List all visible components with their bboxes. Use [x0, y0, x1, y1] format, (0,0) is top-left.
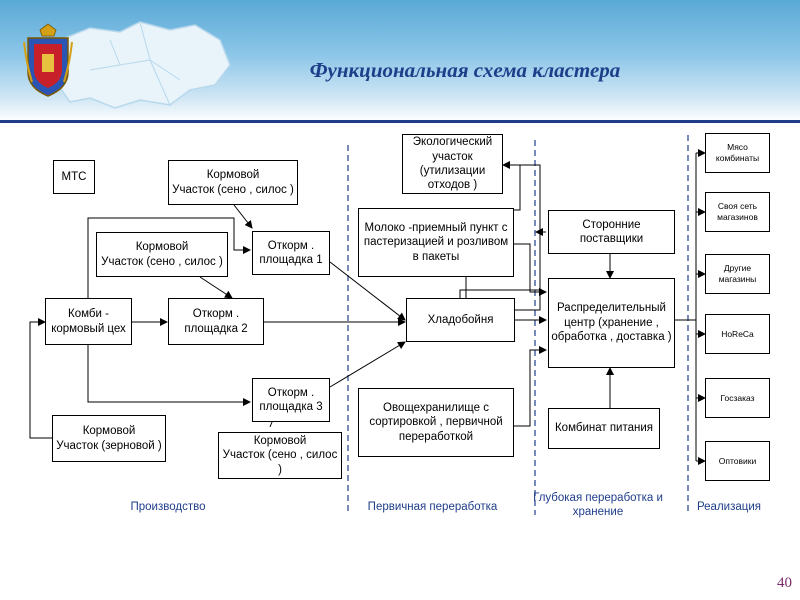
mts-box: МТС — [53, 160, 95, 194]
svoya-box: Своя сеть магазинов — [705, 192, 770, 232]
myaso-box: Мясо комбинаты — [705, 133, 770, 173]
kormovoy-bottom-box: Кормовой Участок (сено , силос ) — [218, 432, 342, 479]
section-dividers — [347, 135, 689, 515]
hladoboinya-box: Хладобойня — [406, 298, 515, 342]
kombi-box: Комби - кормовый цех — [45, 298, 132, 345]
section-label-glubokaya: Глубокая переработка и хранение — [533, 492, 663, 519]
header-divider — [0, 120, 800, 123]
section-label-pervichnaya: Первичная переработка — [367, 501, 498, 513]
otkorm-1-box: Откорм . площадка 1 — [252, 231, 330, 275]
region-map-icon — [49, 21, 231, 109]
drugie-box: Другие магазины — [705, 254, 770, 294]
section-label-proizvodstvo: Производство — [130, 501, 206, 513]
moloko-box: Молоко -приемный пункт с пастеризацией и… — [358, 208, 514, 277]
page-number: 40 — [777, 575, 792, 591]
otkorm-2-box: Откорм . площадка 2 — [168, 298, 264, 345]
optoviki-box: Оптовики — [705, 441, 770, 481]
otkorm-3-box: Откорм . площадка 3 — [252, 378, 330, 422]
coat-of-arms-icon — [23, 23, 73, 97]
horeca-box: HoReCa — [705, 314, 770, 354]
kormovoy-mid-box: Кормовой Участок (сено , силос ) — [96, 232, 228, 277]
section-label-realizaciya: Реализация — [697, 501, 761, 513]
page-title: Функциональная схема кластера — [309, 58, 621, 82]
kormovoy-top-box: Кормовой Участок (сено , силос ) — [168, 160, 298, 205]
ovosch-box: Овощехранилище с сортировкой , первичной… — [358, 388, 514, 457]
kormovoy-grain-box: Кормовой Участок (зерновой ) — [52, 415, 166, 462]
goszakaz-box: Госзаказ — [705, 378, 770, 418]
storonnie-box: Сторонние поставщики — [548, 210, 675, 254]
raspred-box: Распределительный центр (хранение , обра… — [548, 278, 675, 368]
kombinat-box: Комбинат питания — [548, 408, 660, 449]
eco-box: Экологический участок (утилизации отходо… — [402, 134, 503, 194]
